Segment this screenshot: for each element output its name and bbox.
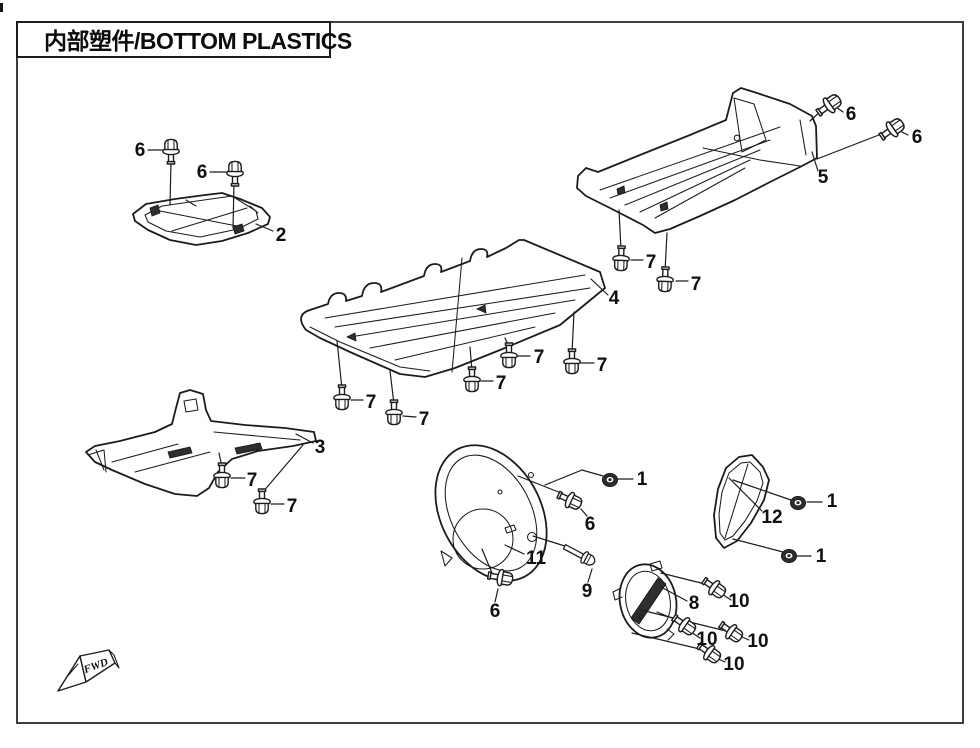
callout-labels: 6 6 2 6 6 5 7 7 4 7 7 7 7 7 7 7 3 1 6 9 … [135, 104, 923, 675]
bolt-7-icon [333, 384, 351, 411]
bolt-6-icon [554, 486, 585, 514]
callout-4: 4 [609, 288, 620, 309]
callout-3: 3 [315, 437, 326, 458]
callout-7: 7 [534, 347, 545, 368]
callout-6: 6 [912, 127, 923, 148]
leader-lines-part2 [147, 149, 274, 232]
grommet-1-icon [780, 548, 798, 564]
callout-7: 7 [247, 470, 258, 491]
callout-6: 6 [135, 140, 146, 161]
callout-1: 1 [637, 469, 648, 490]
callout-7: 7 [496, 373, 507, 394]
callout-2: 2 [276, 225, 287, 246]
scan-artifact-tick [0, 3, 3, 12]
callout-6: 6 [846, 104, 857, 125]
callout-8: 8 [689, 593, 700, 614]
callout-12: 12 [761, 507, 782, 528]
callout-7: 7 [597, 355, 608, 376]
callout-6: 6 [490, 601, 501, 622]
grommet-1-icon [789, 495, 807, 511]
callout-7: 7 [287, 496, 298, 517]
leader-lines-part12 [728, 477, 823, 557]
callout-1: 1 [827, 491, 838, 512]
callout-11: 11 [526, 548, 547, 569]
part-5-footwell-panel [576, 87, 818, 234]
bolt-7-icon [611, 245, 631, 272]
bolt-7-icon [253, 488, 271, 515]
bolt-7-icon [655, 266, 675, 293]
diagram-border [16, 21, 964, 724]
bolt-10-icon [715, 616, 747, 646]
callout-7: 7 [691, 274, 702, 295]
part-3-side-guard [85, 389, 317, 497]
callout-1: 1 [816, 546, 827, 567]
part-12-side-shield [713, 454, 770, 549]
callout-10: 10 [696, 629, 717, 650]
bolt-6-icon [812, 90, 845, 121]
part-11-oval-housing [434, 444, 548, 582]
part-4-skid-plate [300, 239, 606, 378]
callout-5: 5 [818, 167, 829, 188]
fwd-arrow: FWD [57, 649, 120, 692]
grommet-1-icon [601, 472, 619, 488]
callout-6: 6 [197, 162, 208, 183]
callout-10: 10 [723, 654, 744, 675]
bolt-7-icon [463, 366, 481, 393]
leader-lines-part3 [218, 433, 314, 505]
bolt-9-icon [560, 540, 598, 569]
bolt-7-icon [563, 348, 581, 375]
part-8-round-cover [612, 560, 678, 641]
callout-9: 9 [582, 581, 593, 602]
bolt-6-icon [875, 114, 908, 145]
bolt-7-icon [385, 399, 403, 426]
callout-7: 7 [366, 392, 377, 413]
callout-6: 6 [585, 514, 596, 535]
page-title: 内部塑件/BOTTOM PLASTICS [44, 28, 352, 54]
bolt-10-icon [698, 572, 730, 602]
callout-7: 7 [646, 252, 657, 273]
callout-10: 10 [728, 591, 749, 612]
bolt-6-icon [226, 160, 244, 187]
callout-7: 7 [419, 409, 430, 430]
part-2-bracket-plate [132, 192, 271, 246]
bolt-6-icon [162, 138, 180, 165]
leader-lines-part11 [481, 469, 634, 603]
title-block: 内部塑件/BOTTOM PLASTICS [16, 21, 352, 58]
callout-10: 10 [747, 631, 768, 652]
leader-lines-part5 [618, 106, 909, 282]
